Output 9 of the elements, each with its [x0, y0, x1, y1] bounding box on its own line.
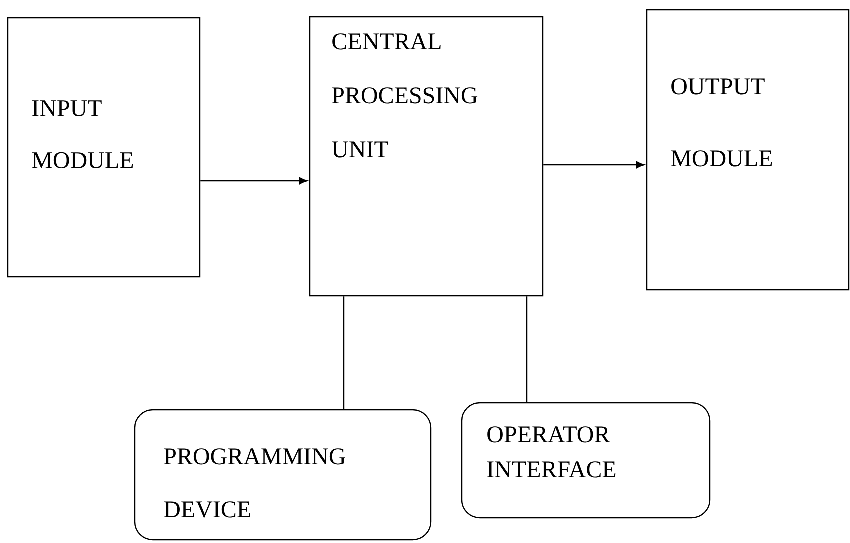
arrow: [200, 177, 308, 185]
interface-box: OPERATOR INTERFACE: [461, 402, 711, 519]
module-box: OUTPUT MODULE: [646, 9, 850, 291]
processor-box: CENTRAL PROCESSING UNIT: [309, 16, 544, 297]
connector-line: [526, 296, 528, 402]
device-box: PROGRAMMING DEVICE: [134, 409, 432, 541]
connector-line: [343, 296, 345, 410]
arrow: [544, 161, 645, 169]
module-box: INPUT MODULE: [7, 17, 201, 278]
